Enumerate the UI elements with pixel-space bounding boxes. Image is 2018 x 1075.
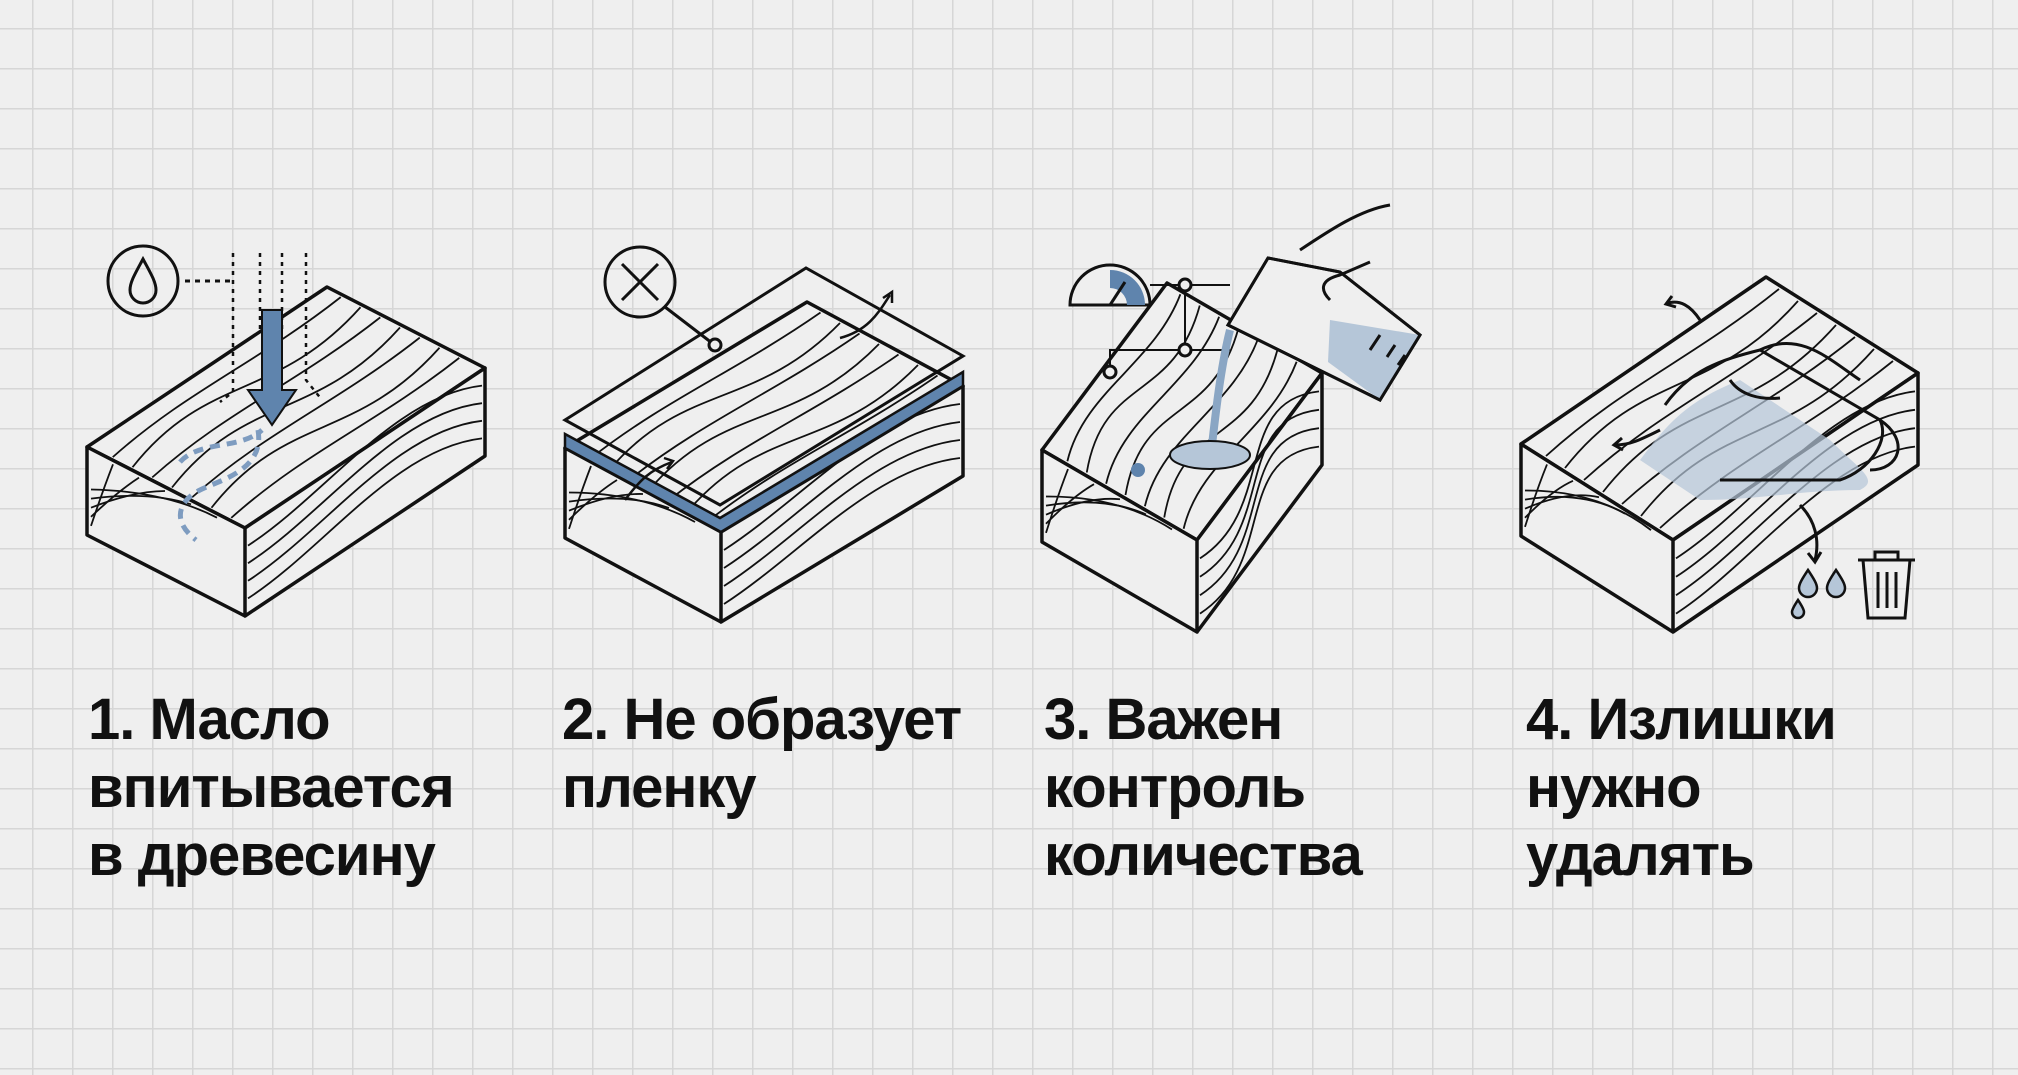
caption-line: 4. Излишки xyxy=(1526,687,1837,752)
step-2-caption: 2. Не образует пленку xyxy=(562,686,962,822)
caption-line: пленку xyxy=(562,755,757,820)
caption-line: 1. Масло xyxy=(88,687,331,752)
caption-line: 3. Важен xyxy=(1044,687,1283,752)
penetration-arrow xyxy=(177,309,298,542)
step-3-caption: 3. Важен контроль количества xyxy=(1044,686,1363,890)
oil-drips xyxy=(1790,567,1847,620)
wood-block xyxy=(563,300,965,624)
step-1-caption: 1. Масло впитывается в древесину xyxy=(88,686,455,890)
wood-block xyxy=(1040,281,1324,634)
oil-drop-icon xyxy=(106,244,232,318)
trash-icon xyxy=(1858,550,1915,620)
caption-line: контроль xyxy=(1044,755,1306,820)
caption-line: удалять xyxy=(1526,823,1755,888)
film-layer xyxy=(562,266,966,534)
caption-line: в древесину xyxy=(88,823,436,888)
wiping-hand xyxy=(1611,295,1900,565)
caption-line: нужно xyxy=(1526,755,1702,820)
wood-block xyxy=(85,285,487,618)
gauge-icon xyxy=(1068,263,1230,380)
caption-line: 2. Не образует xyxy=(562,687,962,752)
caption-line: впитывается xyxy=(88,755,455,820)
measuring-jug-pouring xyxy=(1131,203,1422,477)
caption-line: количества xyxy=(1044,823,1363,888)
no-film-icon xyxy=(603,245,723,353)
step-4-caption: 4. Излишки нужно удалять xyxy=(1526,686,1837,890)
